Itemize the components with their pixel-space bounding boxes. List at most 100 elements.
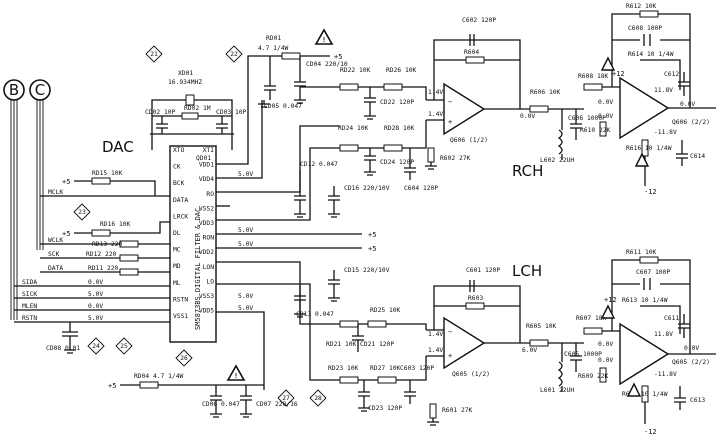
sck-label: SCK (48, 251, 60, 258)
lch-section-label: LCH (512, 262, 542, 280)
sida-label: SIDA (22, 279, 37, 286)
svg-text:!: ! (234, 372, 238, 380)
svg-text:R613 10 1/4W: R613 10 1/4W (622, 297, 668, 304)
marker-27: 27 (277, 389, 295, 407)
svg-text:25: 25 (120, 343, 128, 350)
rd12-label: RD12 220 (86, 251, 117, 258)
chip-pin-vss3: VSS3 (199, 293, 214, 300)
svg-text:CD02 10P: CD02 10P (145, 109, 176, 116)
svg-text:R614 10 1/4W: R614 10 1/4W (628, 51, 674, 58)
svg-text:C611: C611 (664, 315, 679, 322)
svg-text:CD21 120P: CD21 120P (360, 341, 394, 348)
svg-text:R601 27K: R601 27K (442, 407, 473, 414)
svg-text:RD23 10K: RD23 10K (328, 365, 359, 372)
svg-text:R610 22K: R610 22K (580, 127, 611, 134)
sick-label: SICK (22, 291, 37, 298)
svg-text:C612: C612 (664, 71, 679, 78)
chip-pin-bck: BCK (173, 180, 185, 187)
svg-text:1.4V: 1.4V (428, 331, 443, 338)
svg-text:R605 10K: R605 10K (526, 323, 557, 330)
chip-pin-lo: LO (206, 278, 214, 285)
rd15-label: RD15 10K (92, 170, 123, 177)
chip-pin-vdd2: VDD2 (199, 249, 214, 256)
svg-text:CD15 220/10V: CD15 220/10V (344, 267, 390, 274)
svg-text:11.8V: 11.8V (654, 331, 673, 338)
svg-text:XD01: XD01 (178, 70, 193, 77)
svg-text:R612 10K: R612 10K (626, 3, 657, 10)
svg-text:R603: R603 (468, 295, 483, 302)
svg-text:1.4V: 1.4V (428, 89, 443, 96)
svg-text:!: ! (322, 36, 326, 44)
chip-pin-rstn: RSTN (173, 296, 188, 303)
svg-text:CD16 220/10V: CD16 220/10V (344, 185, 390, 192)
minus12-r: -12 (644, 188, 657, 196)
chip-pin-ck: CK (173, 164, 181, 171)
svg-text:CD22 120P: CD22 120P (380, 99, 414, 106)
chip-part-text: SM5873BS DIGITAL FILTER & DAC (194, 208, 202, 330)
svg-text:0.0V: 0.0V (680, 101, 695, 108)
svg-text:C603 120P: C603 120P (400, 365, 434, 372)
chip-pin-vss1: VSS1 (173, 313, 188, 320)
chip-pin-vdd4: VDD4 (199, 176, 214, 183)
svg-text:21: 21 (150, 51, 158, 58)
svg-text:22: 22 (230, 51, 238, 58)
svg-text:0.0V: 0.0V (520, 113, 535, 120)
chip-pin-xti: XTI (203, 147, 215, 154)
svg-text:L602 22UH: L602 22UH (540, 157, 574, 164)
svg-text:C614: C614 (690, 153, 705, 160)
svg-text:27: 27 (282, 395, 290, 402)
svg-text:C601 120P: C601 120P (466, 267, 500, 274)
chip-pin-vdd5: VDD5 (199, 308, 214, 315)
svg-text:CD04 220/10: CD04 220/10 (306, 61, 348, 68)
chip-pin-lrck: LRCK (173, 213, 188, 220)
svg-text:RD28 10K: RD28 10K (384, 125, 415, 132)
left-signal-lines: MCLK +5 RD15 10K WCLK +5 RD16 10K RD13 2… (14, 170, 170, 323)
mclk-label: MCLK (48, 189, 63, 196)
svg-text:24: 24 (92, 343, 100, 350)
svg-text:C608 100P: C608 100P (628, 25, 662, 32)
chip-right-pins: XTIVDD1VDD4ROVSS2VDD3RONVDD2LONLOVSS3VDD… (199, 147, 214, 315)
dac-chip: QD01 SM5873BS DIGITAL FILTER & DAC (169, 145, 217, 343)
chip-pin-vdd3: VDD3 (199, 220, 214, 227)
minus12-l: -12 (644, 428, 657, 436)
svg-text:RD25 10K: RD25 10K (370, 307, 401, 314)
marker-26: 26 (175, 349, 193, 367)
svg-text:B: B (9, 81, 19, 99)
marker-21: 21 (145, 45, 163, 63)
svg-text:Q605 (2/2): Q605 (2/2) (672, 359, 710, 366)
svg-text:CD12 0.047: CD12 0.047 (300, 161, 338, 168)
svg-text:R602 27K: R602 27K (440, 155, 471, 162)
svg-text:RD24 10K: RD24 10K (338, 125, 369, 132)
svg-text:Q606 (1/2): Q606 (1/2) (450, 137, 488, 144)
svg-text:R604: R604 (464, 49, 479, 56)
svg-text:-11.8V: -11.8V (654, 129, 677, 136)
svg-text:5.0V: 5.0V (238, 241, 253, 248)
plus5-vdd3: +5 (368, 231, 376, 239)
svg-text:+12: +12 (604, 296, 617, 304)
svg-text:28: 28 (314, 395, 322, 402)
rd16-label: RD16 10K (100, 221, 131, 228)
svg-text:R611 10K: R611 10K (626, 249, 657, 256)
chip-pin-ro: RO (206, 191, 214, 198)
svg-text:RD21 10K: RD21 10K (326, 341, 357, 348)
svg-text:CD23 120P: CD23 120P (368, 405, 402, 412)
svg-text:RD27 10K: RD27 10K (370, 365, 401, 372)
plus5-label-2: +5 (62, 230, 70, 238)
svg-text:CD08 0.01: CD08 0.01 (46, 345, 80, 352)
warning-triangle-icon (626, 382, 642, 397)
chip-pin-ron: RON (203, 235, 215, 242)
rstn-label: RSTN (22, 315, 37, 322)
svg-text:C606 1000P: C606 1000P (568, 115, 606, 122)
svg-text:CD13 0.047: CD13 0.047 (296, 311, 334, 318)
svg-text:26: 26 (180, 355, 188, 362)
svg-text:0.0V: 0.0V (684, 345, 699, 352)
svg-text:−: − (448, 328, 452, 336)
chip-pin-mc: MC (173, 247, 181, 254)
ground-symbols (64, 96, 439, 426)
rch-filter-network: RD22 10K RD26 10K CD22 120P RD24 10K RD2… (300, 3, 716, 196)
rch-section-label: RCH (512, 162, 543, 180)
svg-text:QD01: QD01 (196, 155, 211, 162)
svg-text:5.0V: 5.0V (238, 305, 253, 312)
warning-triangle-icon: ! (314, 28, 334, 45)
